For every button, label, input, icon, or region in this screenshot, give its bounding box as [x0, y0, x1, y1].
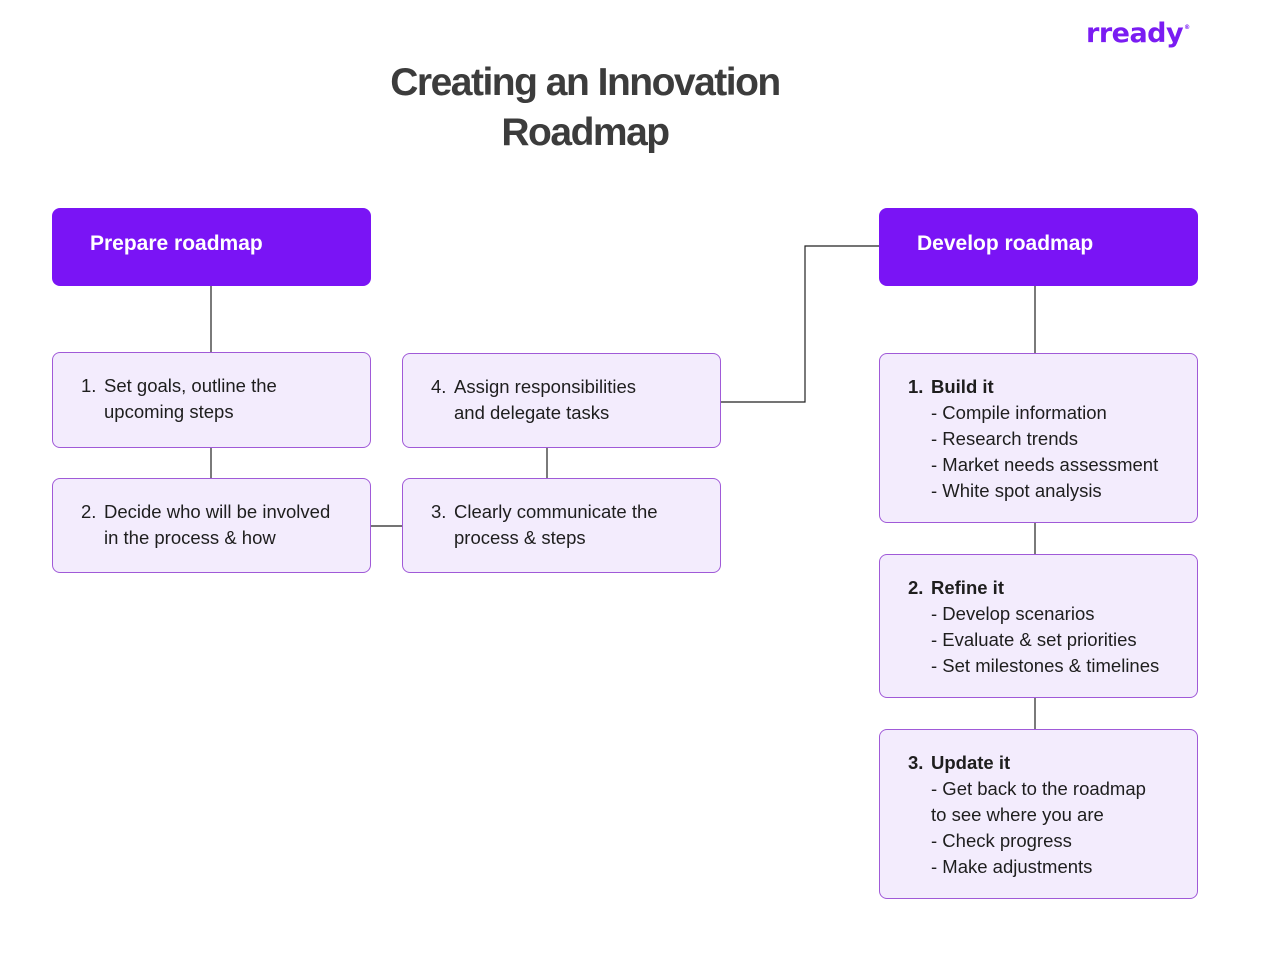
title-line-2: Roadmap	[501, 111, 670, 154]
step-text: Set goals, outline the upcoming steps	[104, 375, 277, 422]
list-item: - Evaluate & set priorities	[931, 629, 1137, 650]
prepare-roadmap-label: Prepare roadmap	[90, 232, 263, 255]
step-number: 2.	[81, 501, 97, 522]
prepare-step-2: 2. Decide who will be involved in the pr…	[52, 478, 371, 573]
develop-step-refine: 2. Refine it - Develop scenarios - Evalu…	[879, 554, 1198, 698]
step-number: 1.	[81, 375, 97, 396]
title-line-1: Creating an Innovation	[390, 61, 781, 104]
step-title: Update it	[931, 752, 1011, 773]
develop-step-update: 3. Update it - Get back to the roadmap t…	[879, 729, 1198, 899]
list-item: - Market needs assessment	[931, 454, 1159, 475]
list-item: - Compile information	[931, 402, 1107, 423]
step-number: 1.	[908, 376, 924, 397]
step-number: 3.	[431, 501, 447, 522]
step-number: 3.	[908, 752, 924, 773]
step-number: 4.	[431, 376, 447, 397]
step-number: 2.	[908, 577, 924, 598]
registered-mark: ®	[1184, 24, 1190, 31]
list-item: - Check progress	[931, 830, 1072, 851]
page-title: Creating an Innovation Roadmap	[340, 58, 830, 158]
prepare-step-1: 1. Set goals, outline the upcoming steps	[52, 352, 371, 448]
prepare-step-4: 4. Assign responsibilities and delegate …	[402, 353, 721, 448]
connector-step4-to-develop	[720, 245, 880, 403]
step-text: Decide who will be involved in the proce…	[104, 501, 331, 548]
list-item: to see where you are	[931, 804, 1104, 825]
list-item: - Get back to the roadmap	[931, 778, 1146, 799]
step-title: Build it	[931, 376, 994, 397]
prepare-step-3: 3. Clearly communicate the process & ste…	[402, 478, 721, 573]
develop-roadmap-label: Develop roadmap	[917, 232, 1094, 255]
rready-logo: rready®	[1086, 18, 1190, 49]
develop-step-build: 1. Build it - Compile information - Rese…	[879, 353, 1198, 523]
develop-roadmap-header: Develop roadmap	[879, 208, 1198, 286]
step-text: Clearly communicate the process & steps	[454, 501, 658, 548]
list-item: - Research trends	[931, 428, 1079, 449]
step-title: Refine it	[931, 577, 1004, 598]
logo-text: rready	[1086, 18, 1184, 49]
list-item: - Develop scenarios	[931, 603, 1095, 624]
prepare-roadmap-header: Prepare roadmap	[52, 208, 371, 286]
list-item: - Make adjustments	[931, 856, 1093, 877]
list-item: - Set milestones & timelines	[931, 655, 1160, 676]
list-item: - White spot analysis	[931, 480, 1102, 501]
step-text: Assign responsibilities and delegate tas…	[454, 376, 637, 423]
